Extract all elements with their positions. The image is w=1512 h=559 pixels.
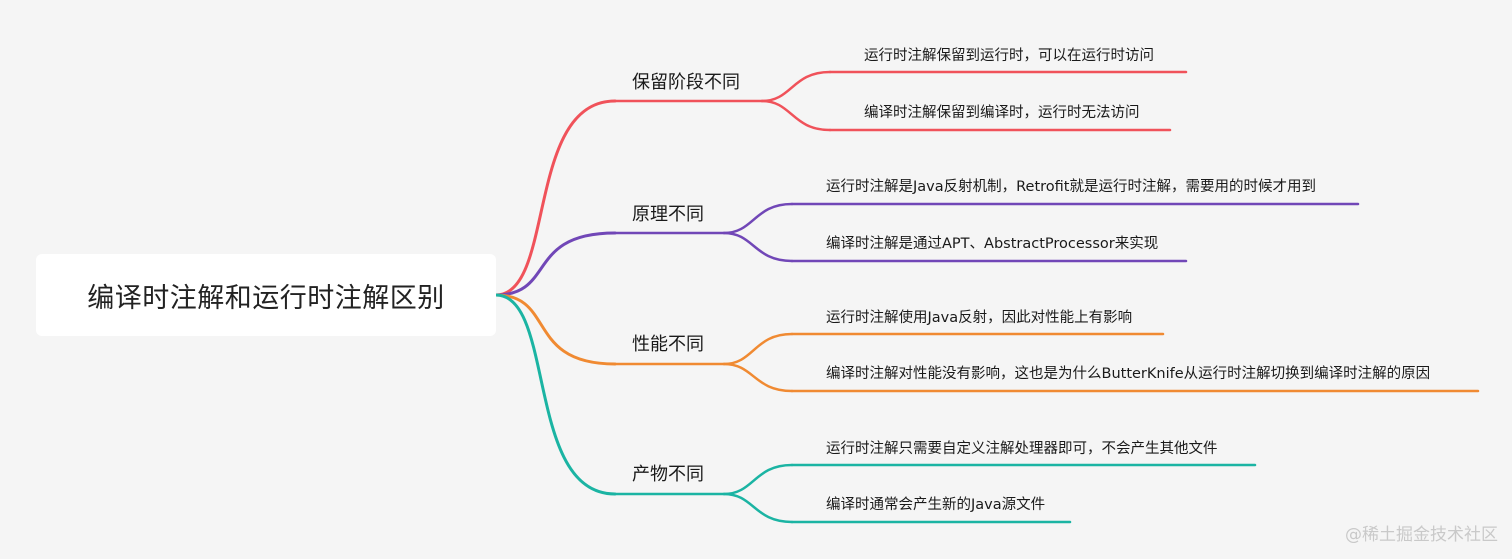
leaf-connector [722, 492, 794, 524]
leaf-label[interactable]: 运行时注解是Java反射机制，Retrofit就是运行时注解，需要用的时候才用到 [826, 179, 1316, 195]
root-node[interactable]: 编译时注解和运行时注解区别 [36, 254, 496, 336]
leaf-connector [722, 231, 794, 263]
branch-label-retention[interactable]: 保留阶段不同 [632, 72, 740, 93]
leaf-label[interactable]: 编译时注解对性能没有影响，这也是为什么ButterKnife从运行时注解切换到编… [826, 366, 1431, 382]
branch-label-output[interactable]: 产物不同 [632, 464, 704, 485]
leaf-label[interactable]: 运行时注解使用Java反射，因此对性能上有影响 [826, 310, 1133, 326]
leaf-label[interactable]: 编译时通常会产生新的Java源文件 [826, 497, 1046, 513]
leaf-connector [722, 362, 794, 393]
branch-label-performance[interactable]: 性能不同 [632, 334, 704, 355]
branch-label-principle[interactable]: 原理不同 [632, 204, 704, 225]
branch-connector [494, 231, 617, 297]
leaf-label[interactable]: 编译时注解保留到编译时，运行时无法访问 [864, 105, 1140, 121]
watermark: @稀土掘金技术社区 [1345, 525, 1498, 545]
leaf-connector [760, 70, 832, 103]
leaf-label[interactable]: 运行时注解只需要自定义注解处理器即可，不会产生其他文件 [826, 441, 1218, 457]
leaf-connector [760, 99, 832, 132]
branch-connector [494, 293, 617, 366]
root-node-label: 编译时注解和运行时注解区别 [87, 282, 445, 314]
leaf-connector [722, 463, 794, 496]
leaf-connector [722, 202, 794, 235]
leaf-label[interactable]: 运行时注解保留到运行时，可以在运行时访问 [864, 48, 1154, 64]
branch-connector [494, 99, 617, 297]
leaf-label[interactable]: 编译时注解是通过APT、AbstractProcessor来实现 [826, 236, 1159, 252]
branch-connector [494, 293, 617, 496]
leaf-connector [722, 332, 794, 366]
